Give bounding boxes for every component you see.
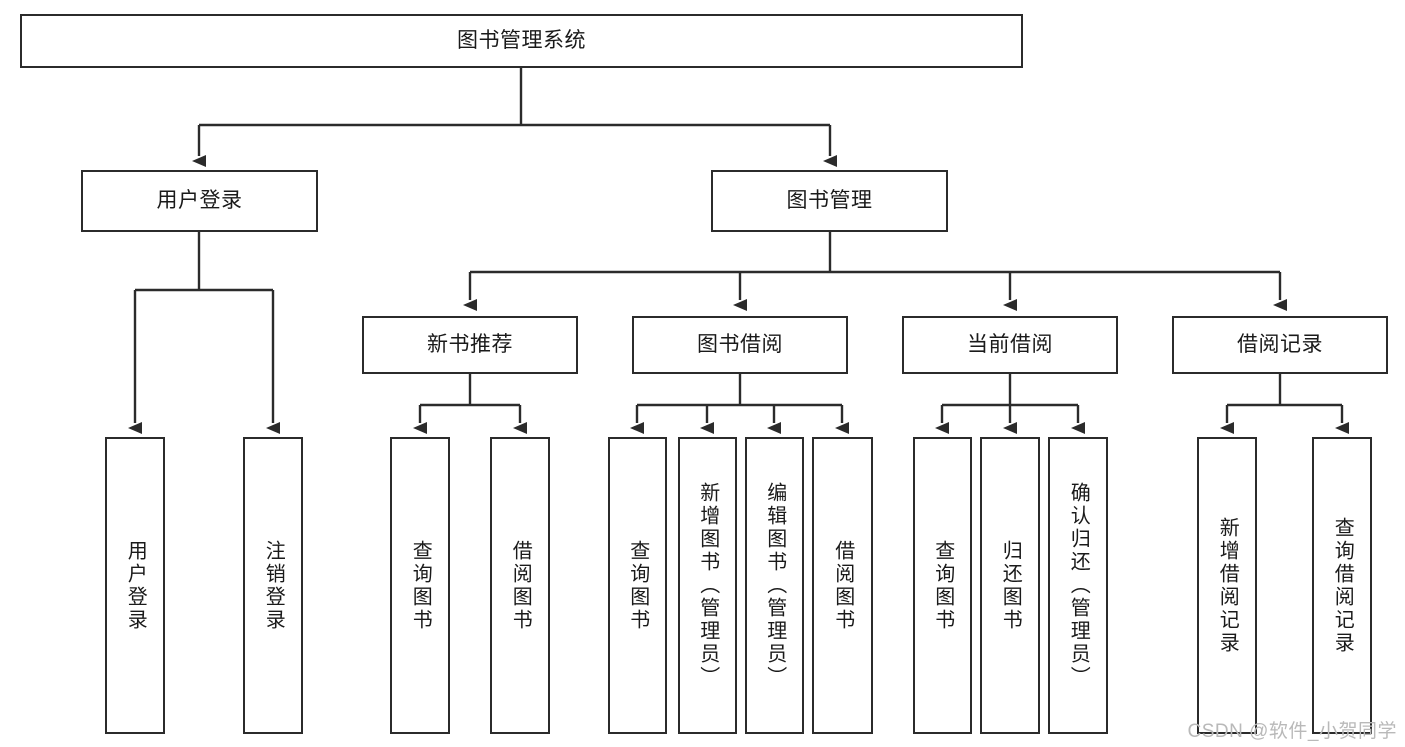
- node-user-login-label: 用户登录: [156, 189, 243, 213]
- node-root[interactable]: 图书管理系统: [20, 14, 1023, 68]
- node-leaf-edit-book-label: 编辑图书（管理员）: [763, 482, 786, 689]
- node-leaf-query-book-2[interactable]: 查询图书: [608, 437, 667, 734]
- node-current-borrow[interactable]: 当前借阅: [902, 316, 1118, 374]
- node-leaf-add-record[interactable]: 新增借阅记录: [1197, 437, 1257, 734]
- node-leaf-logout-login[interactable]: 注销登录: [243, 437, 303, 734]
- node-leaf-query-record-label: 查询借阅记录: [1331, 516, 1354, 655]
- node-leaf-edit-book[interactable]: 编辑图书（管理员）: [745, 437, 804, 734]
- node-leaf-borrow-book-2-label: 借阅图书: [831, 539, 854, 632]
- node-leaf-query-book-1[interactable]: 查询图书: [390, 437, 450, 734]
- node-user-login[interactable]: 用户登录: [81, 170, 318, 232]
- node-current-borrow-label: 当前借阅: [967, 333, 1053, 357]
- node-new-book-rec-label: 新书推荐: [427, 333, 513, 357]
- node-leaf-return-book[interactable]: 归还图书: [980, 437, 1040, 734]
- node-root-label: 图书管理系统: [457, 29, 586, 53]
- node-leaf-add-record-label: 新增借阅记录: [1216, 516, 1239, 655]
- node-book-manage[interactable]: 图书管理: [711, 170, 948, 232]
- node-leaf-borrow-book-1-label: 借阅图书: [509, 539, 532, 632]
- node-leaf-query-book-2-label: 查询图书: [626, 539, 649, 632]
- node-leaf-user-login[interactable]: 用户登录: [105, 437, 165, 734]
- node-new-book-rec[interactable]: 新书推荐: [362, 316, 578, 374]
- node-leaf-borrow-book-1[interactable]: 借阅图书: [490, 437, 550, 734]
- node-leaf-add-book[interactable]: 新增图书（管理员）: [678, 437, 737, 734]
- node-leaf-confirm-return-label: 确认归还（管理员）: [1067, 482, 1090, 689]
- node-book-borrow[interactable]: 图书借阅: [632, 316, 848, 374]
- node-leaf-query-book-3-label: 查询图书: [931, 539, 954, 632]
- node-leaf-borrow-book-2[interactable]: 借阅图书: [812, 437, 873, 734]
- node-book-borrow-label: 图书借阅: [697, 333, 783, 357]
- node-leaf-user-login-label: 用户登录: [124, 539, 147, 632]
- node-borrow-record-label: 借阅记录: [1237, 333, 1323, 357]
- watermark-text: CSDN @软件_小贺同学: [1187, 721, 1397, 742]
- node-leaf-logout-login-label: 注销登录: [262, 539, 285, 632]
- node-leaf-return-book-label: 归还图书: [999, 539, 1022, 632]
- node-book-manage-label: 图书管理: [786, 189, 873, 213]
- node-leaf-add-book-label: 新增图书（管理员）: [696, 482, 719, 689]
- node-leaf-query-book-3[interactable]: 查询图书: [913, 437, 972, 734]
- node-borrow-record[interactable]: 借阅记录: [1172, 316, 1388, 374]
- node-leaf-query-record[interactable]: 查询借阅记录: [1312, 437, 1372, 734]
- node-leaf-confirm-return[interactable]: 确认归还（管理员）: [1048, 437, 1108, 734]
- node-leaf-query-book-1-label: 查询图书: [409, 539, 432, 632]
